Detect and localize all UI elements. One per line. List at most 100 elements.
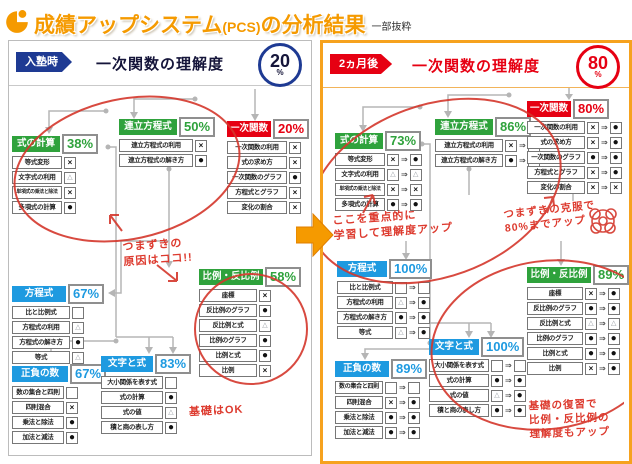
skill-label: 連立方程式の利用 [435, 139, 503, 152]
mark-glyph: × [198, 140, 204, 150]
skill-row: 文字式の利用△ [12, 171, 98, 184]
mark-dot-icon: ● [385, 411, 397, 424]
mark-glyph: △ [588, 320, 594, 327]
mark-dot-icon: ● [491, 374, 503, 387]
mark-tri-icon: △ [165, 406, 177, 419]
improve-arrow-icon: ⇒ [601, 167, 608, 177]
mark-glyph: ● [74, 336, 82, 348]
skill-row: 反比例と式△⇒△ [527, 317, 629, 330]
skill-label: 式の求め方 [227, 156, 287, 169]
skill-row: 式の計算● [101, 391, 191, 404]
skill-label: 等式変形 [12, 156, 62, 169]
topic-percent: 67% [68, 284, 105, 304]
mark-x-icon: × [609, 181, 622, 194]
mark-x-icon: × [409, 183, 422, 196]
skill-label: 比例のグラフ [199, 334, 257, 347]
mark-glyph: ● [68, 416, 76, 428]
skill-row: 文字式の利用△⇒△ [335, 168, 422, 181]
skill-label: 式の計算 [429, 374, 489, 387]
mark-dot-icon: ● [64, 201, 76, 214]
excerpt-note: 一部抜粋 [371, 22, 412, 33]
skill-row: 一次関数の利用×⇒● [527, 121, 622, 134]
mark-glyph: ● [610, 332, 617, 344]
skill-row: 四則混合×⇒● [335, 396, 427, 409]
topic-title: 文字と式 [429, 339, 479, 355]
mark-glyph: △ [67, 174, 73, 181]
handwritten-note: ここを重点的に学習して理解度アップ [332, 206, 453, 244]
mark-x-icon: × [289, 141, 301, 154]
skill-label: 一次関数のグラフ [527, 151, 585, 164]
topic-percent: 89% [593, 265, 629, 285]
transition-arrow-icon [296, 212, 334, 258]
mark-dot-icon: ● [607, 332, 620, 345]
skill-label: 数の集合と四則 [335, 381, 383, 394]
mark-dot-icon: ● [407, 426, 420, 439]
skill-label: 文字式の利用 [335, 168, 385, 181]
mark-glyph: × [588, 288, 594, 298]
topic-percent: 100% [389, 259, 433, 279]
mark-blank-icon [385, 381, 397, 394]
mark-dot-icon: ● [587, 151, 599, 164]
mark-glyph: × [292, 187, 298, 197]
skill-label: 大小関係を表す式 [429, 359, 489, 372]
mark-blank-icon [395, 281, 407, 294]
mark-glyph: × [390, 154, 396, 164]
skill-label: 比と比例式 [337, 281, 393, 294]
skill-label: 座標 [527, 287, 583, 300]
mark-x-icon: × [289, 186, 301, 199]
skill-label: 比例 [199, 364, 257, 377]
skill-row: 一次関数のグラフ●⇒● [527, 151, 622, 164]
improve-arrow-icon: ⇒ [519, 140, 526, 150]
improve-arrow-icon: ⇒ [409, 327, 416, 337]
mark-glyph: △ [413, 171, 419, 178]
improve-arrow-icon: ⇒ [519, 155, 526, 165]
handwritten-note: 基礎の復習で比例・反比例の理解度もアップ [528, 397, 610, 442]
mark-x-icon: × [387, 183, 399, 196]
mark-dot-icon: ● [259, 349, 271, 362]
mark-dot-icon: ● [165, 421, 177, 434]
skill-label: 四則混合 [335, 396, 383, 409]
handwritten-note: つまずきの原因はココ!! [122, 236, 193, 270]
mark-glyph: × [292, 142, 298, 152]
mark-x-icon: × [587, 166, 599, 179]
mark-glyph: ● [587, 332, 595, 344]
improve-arrow-icon: ⇒ [401, 169, 408, 179]
skill-label: 比と比例式 [12, 306, 70, 319]
score-before-number: 20 [269, 50, 291, 71]
skill-row: 加法と減法●⇒● [335, 426, 427, 439]
mark-dot-icon: ● [66, 431, 78, 444]
mark-tri-icon: △ [491, 389, 503, 402]
skill-label: 多項式の計算 [335, 198, 385, 211]
mark-glyph: ● [612, 136, 619, 148]
mark-glyph: ● [410, 426, 417, 438]
mark-dot-icon: ● [395, 311, 407, 324]
panel-before-title: 一次関数の理解度 [95, 56, 224, 73]
mark-tri-icon: △ [259, 319, 271, 332]
topic-percent: 89% [391, 359, 428, 379]
mark-x-icon: × [259, 364, 271, 377]
topic-percent: 50% [179, 117, 216, 137]
skill-label: 反比例のグラフ [527, 302, 583, 315]
mark-glyph: ● [261, 304, 269, 316]
page-title: 成績アップシステム [34, 14, 223, 37]
mark-glyph: ● [610, 287, 617, 299]
skill-row: 比例のグラフ● [199, 334, 301, 347]
mark-glyph: ● [612, 121, 619, 133]
mark-dot-icon: ● [66, 416, 78, 429]
mark-dot-icon: ● [607, 287, 620, 300]
skill-label: 等式 [12, 351, 70, 364]
skill-label: 等式変形 [335, 153, 385, 166]
mark-dot-icon: ● [505, 154, 517, 167]
page-title-pcs: (PCS) [222, 18, 261, 35]
improve-arrow-icon: ⇒ [399, 382, 406, 392]
score-after-unit: % [594, 69, 602, 79]
